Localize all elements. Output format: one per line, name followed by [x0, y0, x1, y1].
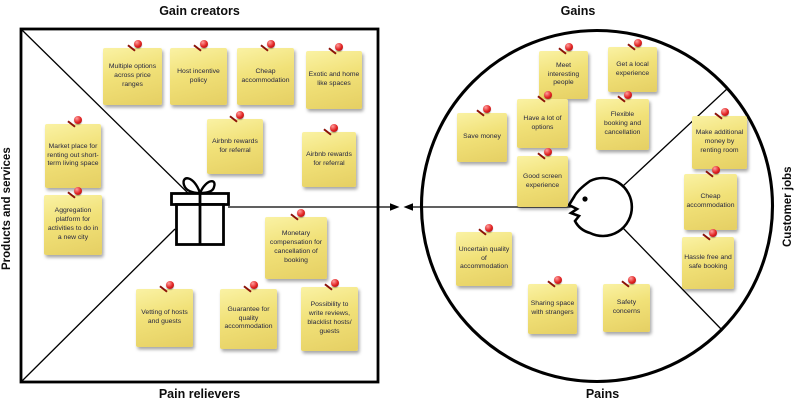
sticky-note-text: Uncertain quality of accommodation — [458, 245, 510, 271]
sticky-note[interactable]: Meet interesting people — [539, 43, 588, 99]
sticky-note-text: Multiple options across price ranges — [108, 63, 157, 88]
sticky-note[interactable]: Vetting of hosts and guests — [136, 281, 193, 347]
sticky-note-text: Aggregation platform for activities to d… — [47, 207, 99, 241]
sticky-note[interactable]: Airbnb rewards for referral — [207, 111, 263, 174]
sticky-note-text: Airbnb rewards for referral — [212, 137, 258, 154]
sticky-note[interactable]: Exotic and home like spaces — [306, 43, 362, 109]
sticky-note-text: Possibility to write reviews, blacklist … — [307, 301, 352, 335]
sticky-note-text: Airbnb rewards for referral — [306, 150, 352, 167]
face-outline — [567, 176, 634, 238]
sticky-note[interactable]: Hassle free and safe booking — [682, 229, 734, 289]
sticky-note-text: Good screen experience — [523, 172, 562, 189]
sticky-note-text: Monetary compensation for cancellation o… — [269, 230, 323, 264]
sticky-note-text: Hassle free and safe booking — [684, 254, 732, 270]
square-diagonal-bottom — [21, 228, 176, 382]
sector-line-upper — [622, 87, 729, 187]
sticky-note[interactable]: Market place for renting out short-term … — [45, 116, 101, 188]
customer-face-icon — [567, 176, 634, 238]
sticky-note-text: Vetting of hosts and guests — [141, 309, 188, 325]
sticky-note[interactable]: Flexible booking and cancellation — [596, 91, 649, 150]
sticky-note-text: Have a lot of options — [523, 114, 562, 131]
sticky-note[interactable]: Make additional money by renting room — [692, 108, 747, 169]
arrowhead-left-icon — [403, 203, 413, 211]
customer-profile-circle — [419, 28, 775, 384]
sticky-note-text: Sharing space with strangers — [530, 300, 575, 316]
gift-box-icon — [170, 177, 230, 246]
sticky-note[interactable]: Host incentive policy — [170, 40, 227, 105]
value-map-square — [19, 27, 380, 384]
sticky-note-text: Guarantee for quality accommodation — [224, 305, 273, 331]
sticky-note[interactable]: Save money — [457, 105, 507, 162]
sector-line-lower — [622, 227, 723, 331]
sticky-note-text: Save money — [463, 133, 501, 141]
label-gain-creators: Gain creators — [159, 4, 240, 18]
label-customer-jobs: Customer jobs — [782, 166, 794, 248]
label-gains: Gains — [560, 4, 596, 18]
sticky-note[interactable]: Cheap accommodation — [684, 166, 737, 230]
sticky-note[interactable]: Aggregation platform for activities to d… — [44, 187, 102, 255]
gift-bow — [182, 177, 216, 195]
arrowhead-right-icon — [390, 203, 400, 211]
sticky-note[interactable]: Safety concerns — [603, 276, 650, 332]
sticky-note[interactable]: Cheap accommodation — [237, 40, 294, 105]
sticky-note[interactable]: Sharing space with strangers — [528, 276, 577, 334]
sticky-note[interactable]: Monetary compensation for cancellation o… — [265, 209, 327, 279]
sticky-note[interactable]: Airbnb rewards for referral — [302, 124, 356, 187]
sticky-note-text: Flexible booking and cancellation — [603, 111, 642, 136]
sticky-note[interactable]: Possibility to write reviews, blacklist … — [301, 279, 358, 351]
sticky-note-text: Cheap accommodation — [241, 67, 290, 84]
sticky-note[interactable]: Multiple options across price ranges — [103, 40, 162, 105]
face-eye — [582, 196, 588, 202]
label-products-and-services: Products and services — [1, 147, 13, 271]
sticky-note-text: Make additional money by renting room — [695, 129, 744, 154]
label-pain-relievers: Pain relievers — [158, 387, 241, 401]
sticky-note-text: Market place for renting out short-term … — [47, 142, 99, 168]
sticky-note[interactable]: Good screen experience — [517, 148, 568, 207]
sticky-note[interactable]: Have a lot of options — [517, 91, 568, 148]
sticky-note[interactable]: Guarantee for quality accommodation — [220, 281, 277, 349]
sticky-note-text: Exotic and home like spaces — [308, 71, 360, 87]
label-pains: Pains — [585, 387, 620, 401]
sticky-note-text: Meet interesting people — [547, 61, 580, 87]
sticky-note-text: Cheap accommodation — [686, 193, 735, 209]
sticky-note-text: Get a local experience — [615, 60, 650, 77]
square-diagonal-top — [21, 29, 192, 197]
sticky-note-text: Host incentive policy — [177, 67, 220, 84]
sticky-note-text: Safety concerns — [612, 299, 641, 315]
sticky-note[interactable]: Uncertain quality of accommodation — [456, 224, 512, 286]
sticky-note[interactable]: Get a local experience — [608, 39, 657, 92]
